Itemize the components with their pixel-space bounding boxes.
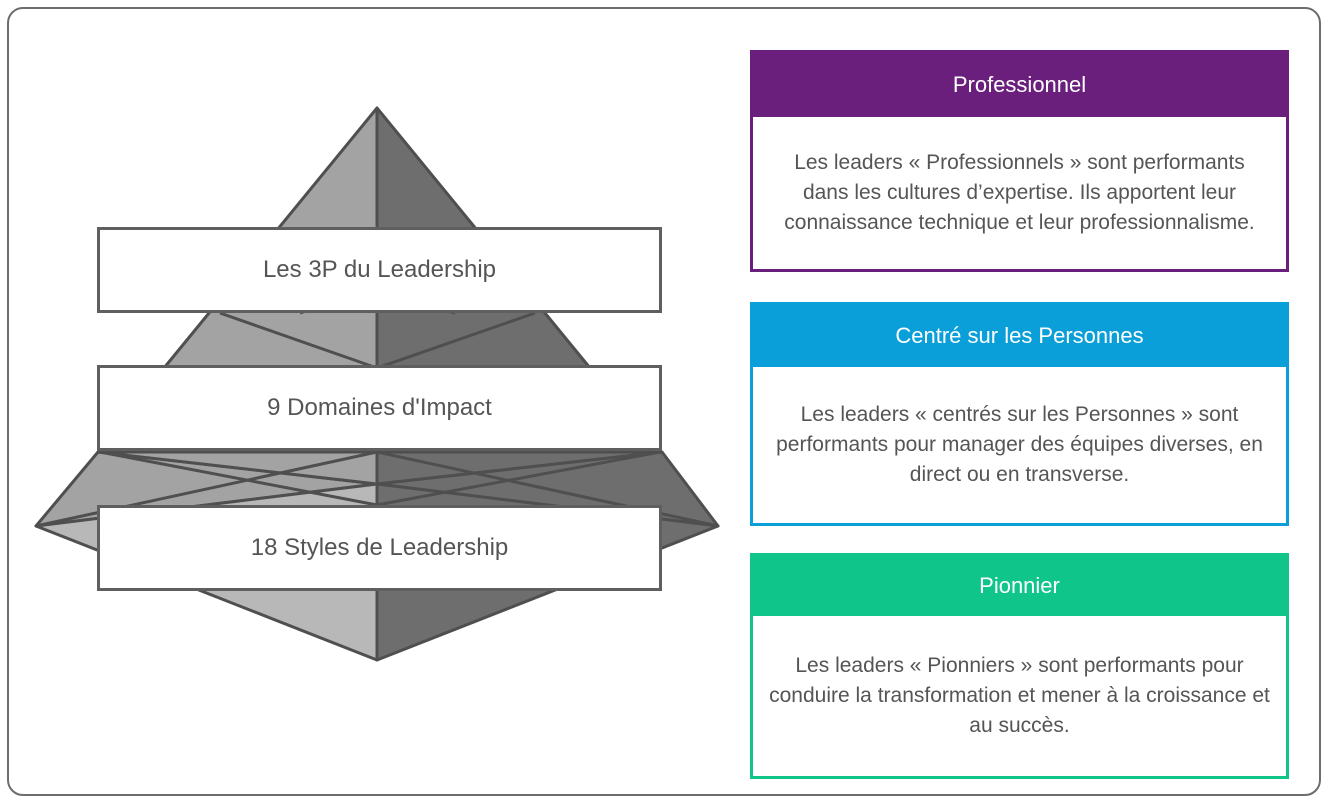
tier-3p-leadership: Les 3P du Leadership <box>97 227 662 313</box>
card-personnes-title: Centré sur les Personnes <box>753 305 1286 367</box>
card-pionnier: Pionnier Les leaders « Pionniers » sont … <box>750 553 1289 779</box>
card-pionnier-text: Les leaders « Pionniers » sont performan… <box>769 654 1270 737</box>
card-professionnel: Professionnel Les leaders « Professionne… <box>750 50 1289 272</box>
card-professionnel-title: Professionnel <box>753 53 1286 117</box>
leadership-pyramid: Les 3P du Leadership 9 Domaines d'Impact… <box>34 106 720 662</box>
card-personnes-text: Les leaders « centrés sur les Personnes … <box>776 403 1263 486</box>
card-pionnier-title: Pionnier <box>753 556 1286 616</box>
pyramid-edge <box>376 311 536 370</box>
tier-domaines-impact: 9 Domaines d'Impact <box>97 365 662 451</box>
pyramid-edge <box>219 311 378 370</box>
card-personnes: Centré sur les Personnes Les leaders « c… <box>750 302 1289 526</box>
pyramid-edge <box>99 450 378 507</box>
pyramid-edge <box>376 450 661 507</box>
pyramid-edge <box>35 450 378 528</box>
tier-styles-leadership: 18 Styles de Leadership <box>97 505 662 591</box>
card-professionnel-text: Les leaders « Professionnels » sont perf… <box>784 151 1255 234</box>
